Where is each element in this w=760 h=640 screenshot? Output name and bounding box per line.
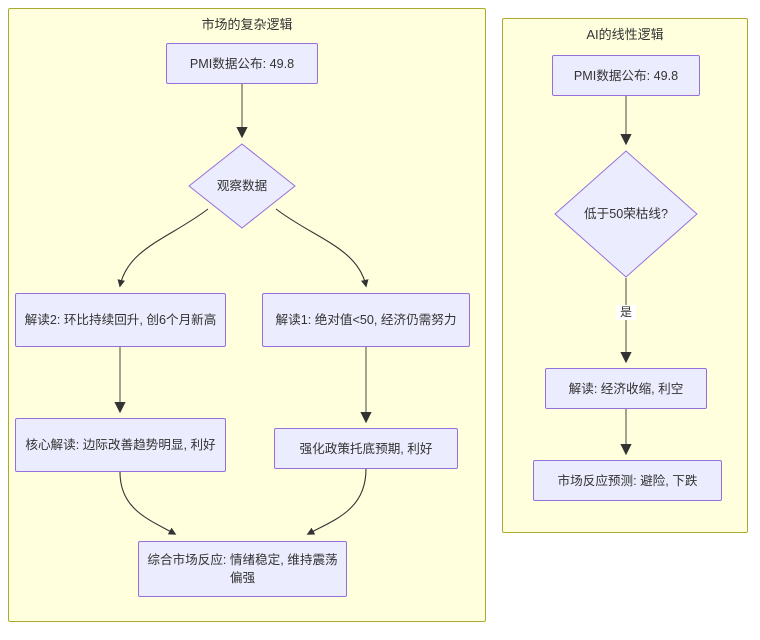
subgraph-ai-title: AI的线性逻辑	[586, 27, 664, 42]
node-market-read2[interactable]: 解读2: 环比持续回升, 创6个月新高	[15, 293, 226, 347]
node-market-policy[interactable]: 强化政策托底预期, 利好	[274, 428, 458, 469]
node-market-policy-label: 强化政策托底预期, 利好	[299, 441, 433, 456]
diamond-shape	[554, 150, 698, 278]
edge-label-ai-yes: 是	[616, 305, 636, 320]
node-market-start[interactable]: PMI数据公布: 49.8	[166, 43, 318, 84]
node-market-read1[interactable]: 解读1: 绝对值<50, 经济仍需努力	[262, 293, 470, 347]
node-market-read1-label: 解读1: 绝对值<50, 经济仍需努力	[275, 313, 457, 327]
node-ai-start[interactable]: PMI数据公布: 49.8	[552, 55, 700, 96]
node-ai-check-label: 低于50荣枯线?	[584, 207, 668, 221]
node-market-result-label: 综合市场反应: 情绪稳定, 维持震荡偏强	[147, 553, 338, 585]
node-market-read2-label: 解读2: 环比持续回升, 创6个月新高	[24, 313, 217, 327]
node-market-core-reading[interactable]: 核心解读: 边际改善趋势明显, 利好	[15, 418, 226, 472]
subgraph-market-title: 市场的复杂逻辑	[201, 17, 293, 32]
node-ai-reading-label: 解读: 经济收缩, 利空	[568, 381, 684, 396]
node-market-core-reading-label: 核心解读: 边际改善趋势明显, 利好	[25, 438, 216, 452]
node-market-observe[interactable]: 观察数据	[188, 143, 296, 229]
node-ai-start-label: PMI数据公布: 49.8	[573, 68, 679, 83]
diamond-shape	[188, 143, 296, 229]
node-ai-result[interactable]: 市场反应预测: 避险, 下跌	[533, 460, 722, 501]
node-market-observe-label: 观察数据	[216, 179, 268, 193]
node-market-result[interactable]: 综合市场反应: 情绪稳定, 维持震荡偏强	[138, 541, 347, 597]
node-ai-reading[interactable]: 解读: 经济收缩, 利空	[545, 368, 707, 409]
node-ai-result-label: 市场反应预测: 避险, 下跌	[557, 473, 698, 488]
node-ai-check[interactable]: 低于50荣枯线?	[554, 150, 698, 278]
node-market-start-label: PMI数据公布: 49.8	[189, 56, 295, 71]
